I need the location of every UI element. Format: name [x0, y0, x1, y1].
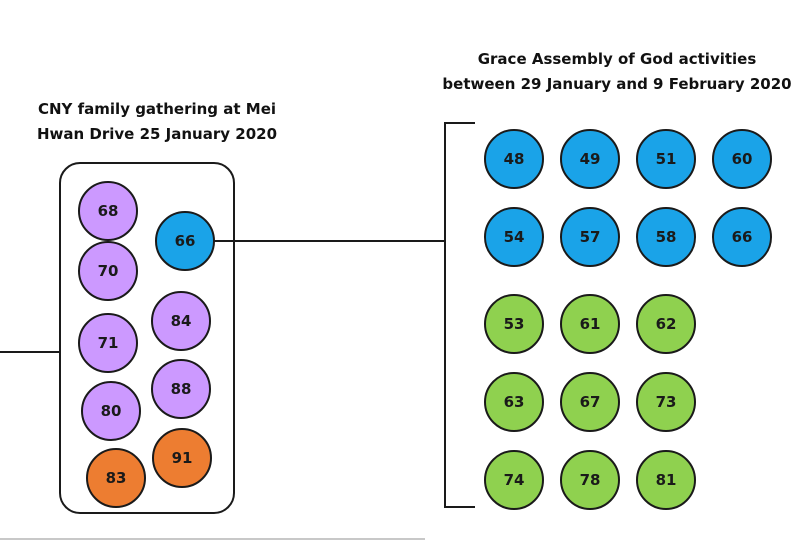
case-node-73: 73: [636, 372, 696, 432]
case-circle: [560, 294, 620, 354]
case-circle: [560, 450, 620, 510]
case-number-label: 57: [580, 228, 601, 246]
case-circle: [78, 313, 138, 373]
case-circle: [155, 211, 215, 271]
case-node-78: 78: [560, 450, 620, 510]
case-node-80: 80: [81, 381, 141, 441]
case-node-62: 62: [636, 294, 696, 354]
case-node-53: 53: [484, 294, 544, 354]
grace-cluster-title-line2: between 29 January and 9 February 2020: [442, 75, 791, 93]
case-number-label: 91: [172, 449, 193, 467]
case-circle: [152, 428, 212, 488]
case-circle: [78, 241, 138, 301]
case-circle: [484, 129, 544, 189]
case-circle: [484, 450, 544, 510]
case-node-70: 70: [78, 241, 138, 301]
cny-cluster-title-line2: Hwan Drive 25 January 2020: [37, 125, 277, 143]
case-circle: [484, 207, 544, 267]
case-circle: [86, 448, 146, 508]
case-circle: [560, 129, 620, 189]
case-number-label: 66: [732, 228, 753, 246]
case-node-81: 81: [636, 450, 696, 510]
case-number-label: 53: [504, 315, 525, 333]
case-node-71: 71: [78, 313, 138, 373]
case-circle: [78, 181, 138, 241]
case-node-49: 49: [560, 129, 620, 189]
case-circle: [636, 129, 696, 189]
case-number-label: 83: [106, 469, 127, 487]
cny-cluster-title-line1: CNY family gathering at Mei: [38, 100, 276, 118]
case-node-83: 83: [86, 448, 146, 508]
case-number-label: 48: [504, 150, 525, 168]
case-number-label: 67: [580, 393, 601, 411]
case-node-84: 84: [151, 291, 211, 351]
case-node-61: 61: [560, 294, 620, 354]
case-circle: [636, 450, 696, 510]
case-number-label: 63: [504, 393, 525, 411]
case-number-label: 70: [98, 262, 119, 280]
case-node-58: 58: [636, 207, 696, 267]
grace-cluster-bracket: [444, 122, 475, 508]
case-circle: [484, 294, 544, 354]
case-node-88: 88: [151, 359, 211, 419]
case-circle: [560, 372, 620, 432]
case-number-label: 80: [101, 402, 122, 420]
case-circle: [636, 207, 696, 267]
case-circle: [151, 291, 211, 351]
case-circle: [712, 207, 772, 267]
case-node-57: 57: [560, 207, 620, 267]
case-number-label: 74: [504, 471, 525, 489]
case-node-63: 63: [484, 372, 544, 432]
case-number-label: 66: [175, 232, 196, 250]
case-node-66: 66: [155, 211, 215, 271]
grace-cluster-title-line1: Grace Assembly of God activities: [478, 50, 757, 68]
case-circle: [636, 294, 696, 354]
case-node-68: 68: [78, 181, 138, 241]
case-circle: [560, 207, 620, 267]
case-circle: [712, 129, 772, 189]
case-node-60: 60: [712, 129, 772, 189]
case-number-label: 62: [656, 315, 677, 333]
case-number-label: 49: [580, 150, 601, 168]
case-circle: [484, 372, 544, 432]
case-node-74: 74: [484, 450, 544, 510]
case-node-67: 67: [560, 372, 620, 432]
cny-cluster-cases: 68 70 71 80 83 66 84 88 91: [78, 181, 215, 508]
case-number-label: 68: [98, 202, 119, 220]
case-circle: [636, 372, 696, 432]
case-number-label: 54: [504, 228, 525, 246]
case-node-66: 66: [712, 207, 772, 267]
case-node-48: 48: [484, 129, 544, 189]
case-number-label: 84: [171, 312, 192, 330]
case-node-54: 54: [484, 207, 544, 267]
case-number-label: 61: [580, 315, 601, 333]
case-number-label: 81: [656, 471, 677, 489]
case-circle: [151, 359, 211, 419]
case-number-label: 78: [580, 471, 601, 489]
case-number-label: 73: [656, 393, 677, 411]
case-number-label: 60: [732, 150, 753, 168]
cny-cluster-frame: [59, 162, 235, 514]
case-number-label: 88: [171, 380, 192, 398]
case-number-label: 51: [656, 150, 677, 168]
case-number-label: 71: [98, 334, 119, 352]
case-node-91: 91: [152, 428, 212, 488]
case-number-label: 58: [656, 228, 677, 246]
case-circle: [81, 381, 141, 441]
grace-cluster-cases: 48 49 51 60 54 57 58 66 53 61 62 63 67 73 74 78 81: [484, 129, 772, 510]
case-node-51: 51: [636, 129, 696, 189]
